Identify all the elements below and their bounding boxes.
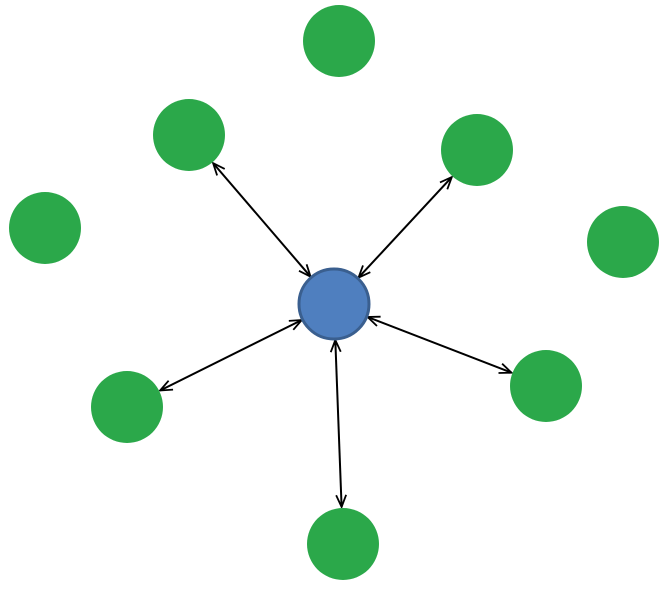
node-lower-right xyxy=(510,350,582,422)
node-right xyxy=(587,206,659,278)
edge-center-node-to-node-lower-left xyxy=(160,320,302,391)
edge-center-node-to-node-upper-left xyxy=(213,163,311,277)
nodes-layer xyxy=(9,5,659,580)
node-upper-right xyxy=(441,114,513,186)
edge-center-node-to-node-bottom xyxy=(335,340,341,507)
node-bottom xyxy=(307,508,379,580)
edge-center-node-to-node-upper-right xyxy=(359,177,452,278)
center-node xyxy=(297,267,371,341)
node-left xyxy=(9,192,81,264)
edge-center-node-to-node-lower-right xyxy=(368,317,512,373)
edges-layer xyxy=(160,163,511,507)
node-lower-left xyxy=(91,371,163,443)
node-top xyxy=(303,5,375,77)
node-upper-left xyxy=(153,99,225,171)
